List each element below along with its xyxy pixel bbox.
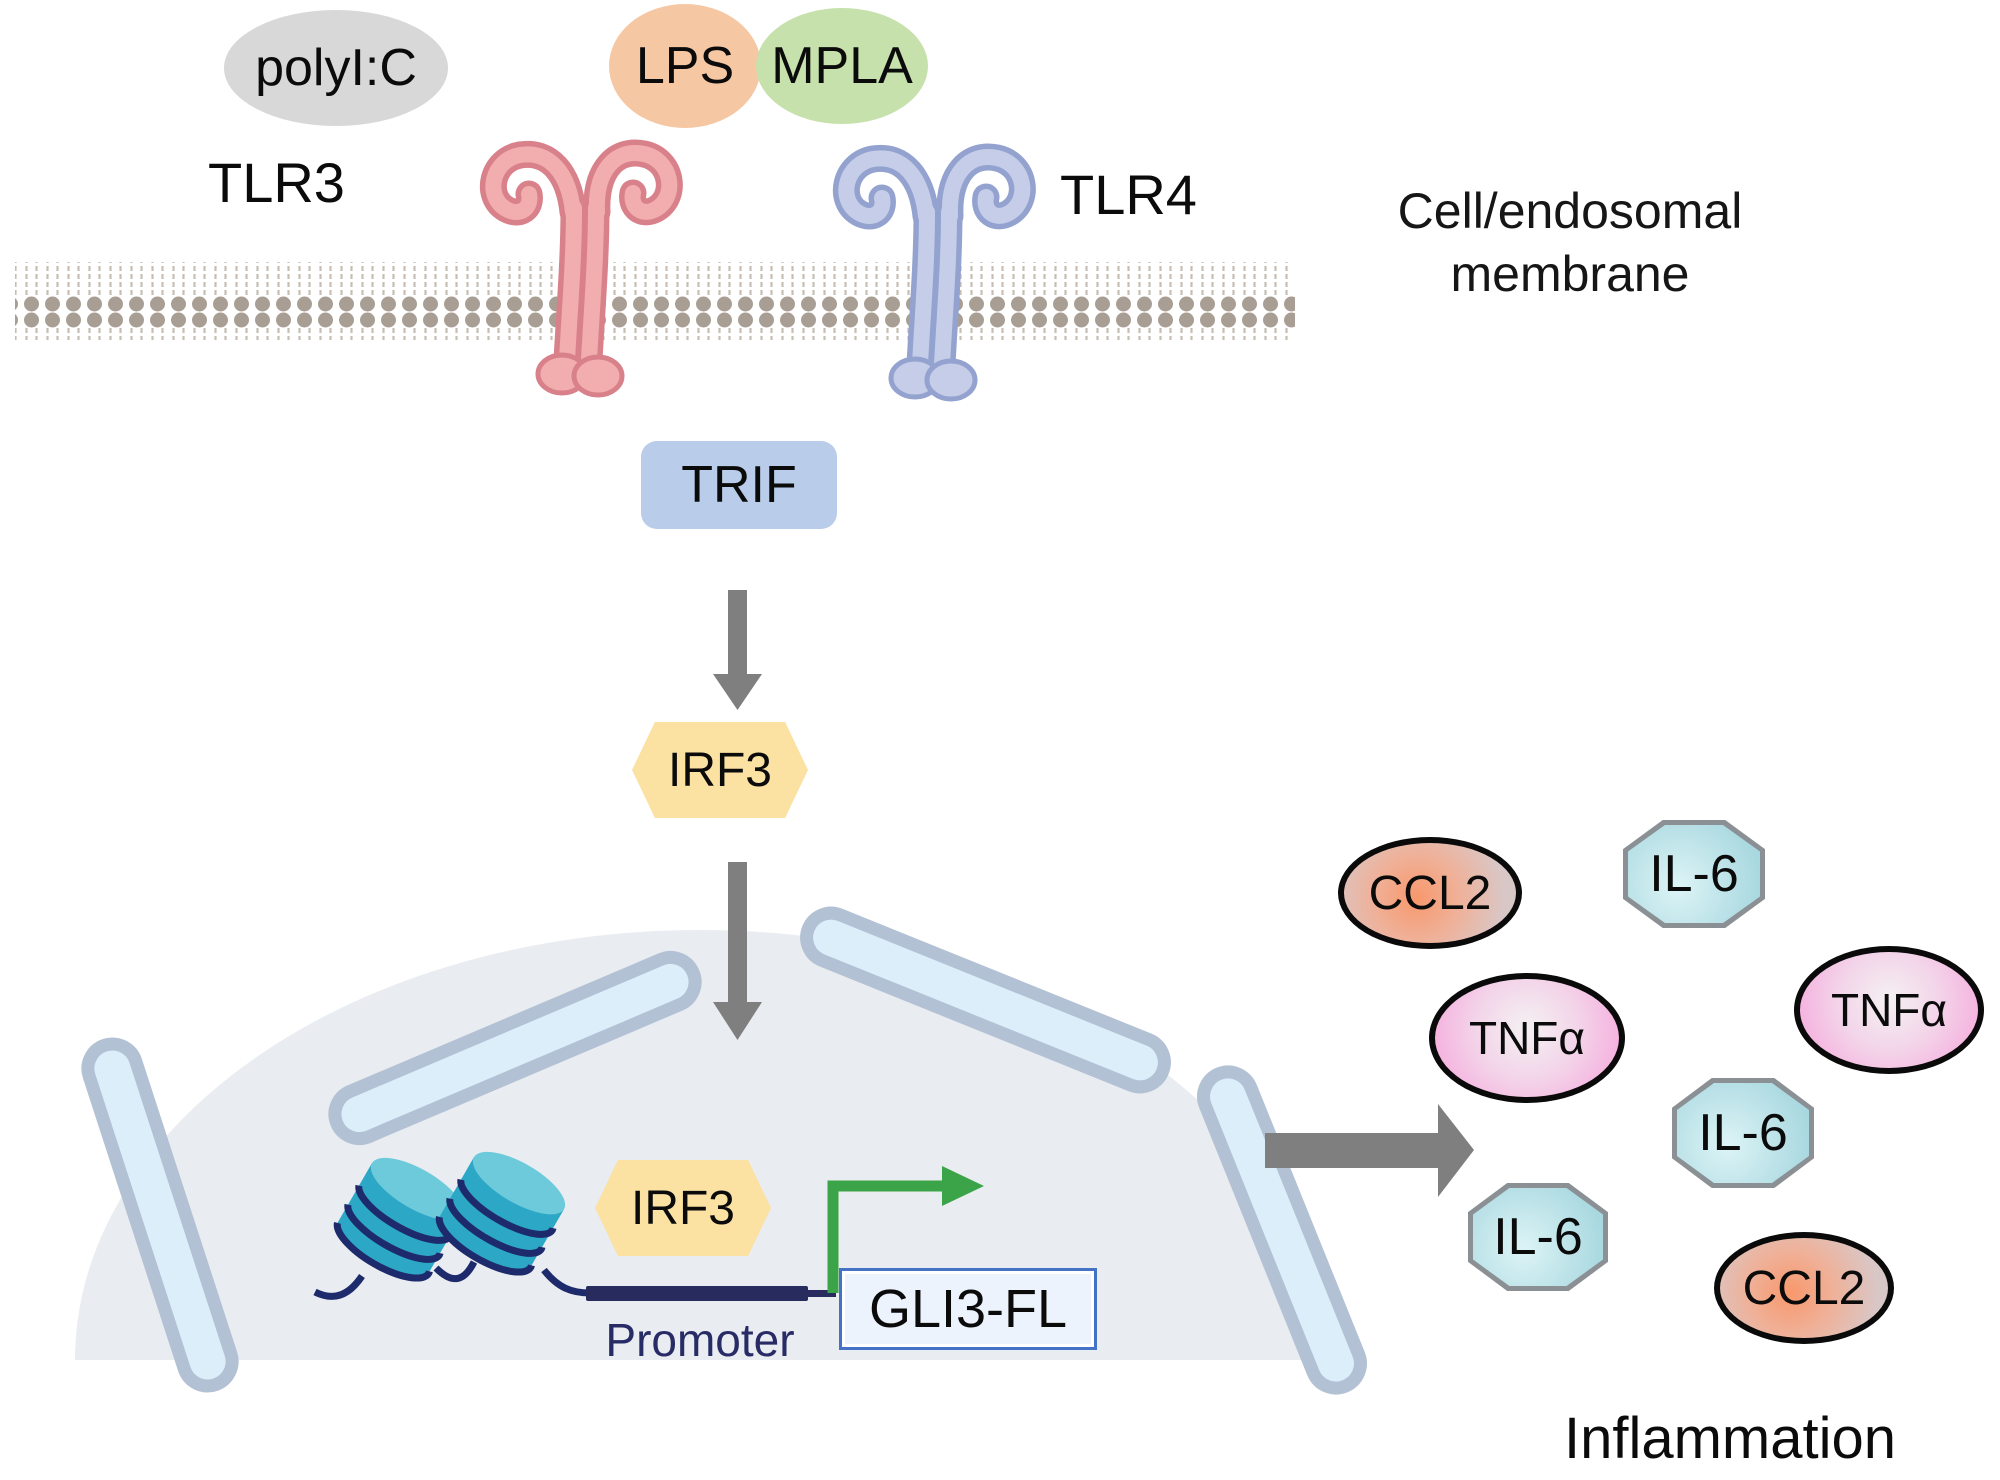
lps-label: LPS xyxy=(635,37,735,95)
promoter-bar xyxy=(586,1286,808,1301)
tlr4-label: TLR4 xyxy=(1060,163,1197,226)
chromatin-dna xyxy=(313,1140,836,1301)
transcription-start-arrow-icon xyxy=(827,1166,984,1293)
irf3-node: IRF3 xyxy=(632,722,808,818)
tnfa-cytokine: TNFα xyxy=(1794,946,1984,1074)
il6-cytokine: IL-6 xyxy=(1468,1183,1608,1291)
tlr3-label: TLR3 xyxy=(208,151,345,214)
nucleosome-icon xyxy=(430,1140,574,1286)
lps-ligand: LPS xyxy=(609,4,761,128)
polyic-ligand: polyI:C xyxy=(224,10,448,126)
arrow-down-icon xyxy=(713,590,762,710)
irf3-label: IRF3 xyxy=(667,743,772,797)
promoter-label: Promoter xyxy=(605,1314,795,1366)
ccl2-cytokine: CCL2 xyxy=(1338,837,1522,949)
mpla-ligand: MPLA xyxy=(756,8,928,124)
arrow-down-icon xyxy=(713,862,762,1040)
il6-cytokine: IL-6 xyxy=(1672,1078,1814,1188)
gli3-fl-label: GLI3-FL xyxy=(868,1279,1068,1339)
gli3-fl-gene-box: GLI3-FL xyxy=(839,1268,1097,1350)
irf3-nuclear-node: IRF3 xyxy=(595,1160,771,1256)
arrow-right-icon xyxy=(1265,1104,1474,1197)
polyic-label: polyI:C xyxy=(255,39,417,97)
mpla-label: MPLA xyxy=(771,37,913,95)
trif-node: TRIF xyxy=(641,441,837,529)
membrane-label-line2: membrane xyxy=(1450,246,1690,302)
membrane-label: Cell/endosomal membrane xyxy=(1310,180,1830,306)
membrane-label-line1: Cell/endosomal xyxy=(1397,183,1743,239)
il6-cytokine: IL-6 xyxy=(1623,820,1765,928)
irf3-nuclear-label: IRF3 xyxy=(630,1181,735,1235)
ccl2-cytokine: CCL2 xyxy=(1714,1232,1894,1344)
trif-label: TRIF xyxy=(681,456,797,514)
lipid-bilayer-membrane xyxy=(15,262,1295,340)
tnfa-cytokine: TNFα xyxy=(1429,973,1625,1103)
inflammation-label: Inflammation xyxy=(1563,1406,1897,1471)
